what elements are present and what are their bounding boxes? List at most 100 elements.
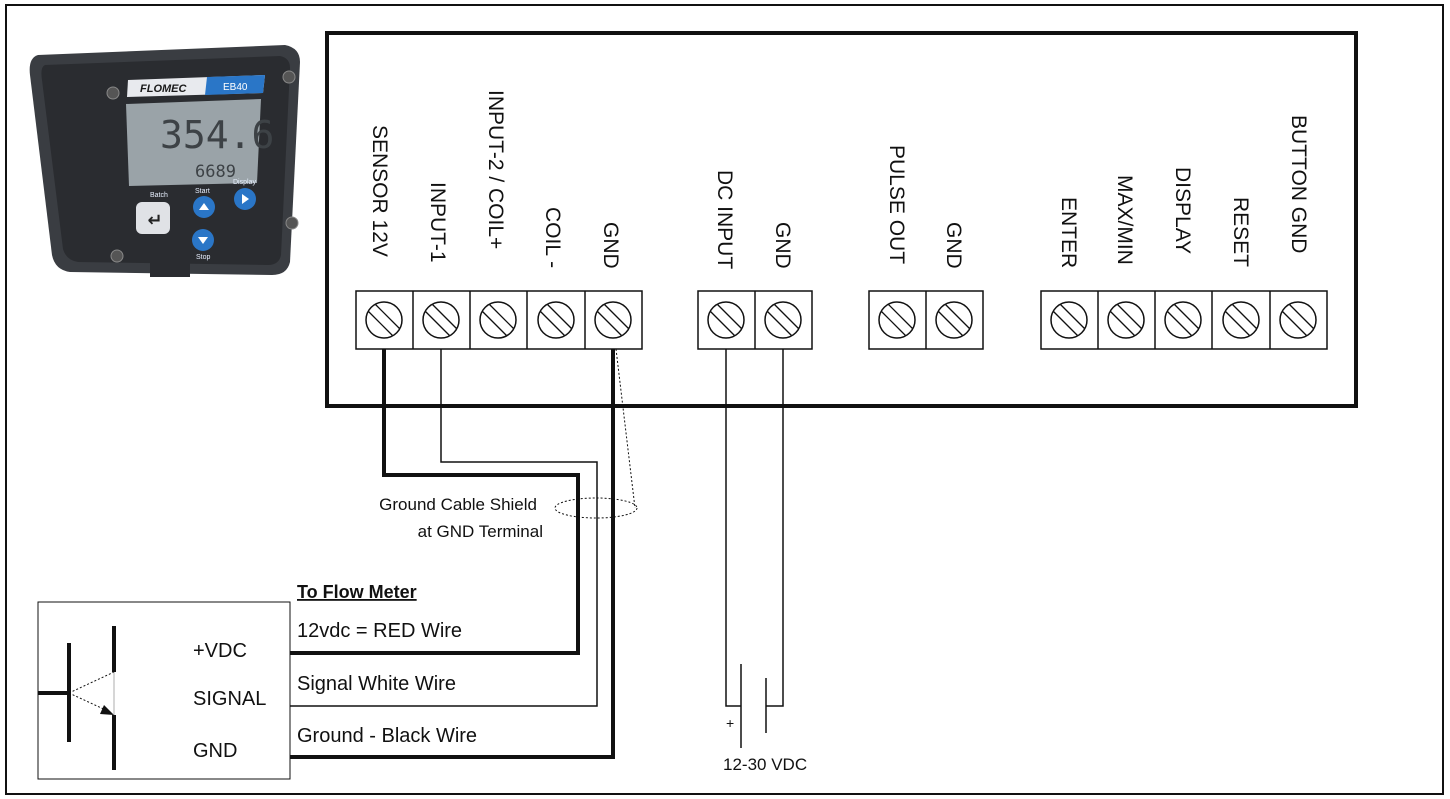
screw-icon — [422, 301, 460, 339]
screw-slot — [489, 304, 514, 329]
screw-icon — [106, 86, 120, 100]
screw-slot — [945, 304, 970, 329]
screw-icon — [1164, 301, 1202, 339]
screw-slot — [1232, 304, 1257, 329]
pin-gnd-label: GND — [193, 740, 237, 762]
shield-ellipse — [554, 497, 638, 519]
screw-slot — [1117, 304, 1142, 329]
screw-icon — [707, 301, 745, 339]
terminal-label-coil-minus: COIL - — [541, 207, 564, 268]
power-wiring — [725, 349, 784, 748]
screw-slot — [425, 311, 450, 336]
terminal-label-pulse-out: PULSE OUT — [885, 145, 908, 264]
screw-slot — [597, 311, 622, 336]
screw-slot — [888, 304, 913, 329]
screw-icon — [365, 301, 403, 339]
red-wire-label: 12vdc = RED Wire — [297, 620, 462, 642]
battery-plus-sign: + — [726, 715, 734, 731]
screw-slot — [1110, 311, 1135, 336]
screw-slot — [482, 311, 507, 336]
screw-icon — [878, 301, 916, 339]
sensor-wires — [290, 348, 638, 759]
terminal-label-enter: ENTER — [1057, 197, 1080, 268]
terminal-label-gnd: GND — [942, 222, 965, 269]
screw-slot — [432, 304, 457, 329]
terminal-box — [325, 31, 1358, 408]
terminal-label-gnd: GND — [771, 222, 794, 269]
screw-slot — [1174, 304, 1199, 329]
terminal-label-input-1: INPUT-1 — [426, 182, 449, 263]
lcd-main-value: 354.6 — [160, 113, 274, 157]
terminal-label-display: DISPLAY — [1171, 167, 1194, 254]
shield-note-line-1: Ground Cable Shield — [379, 495, 537, 514]
sensor-box — [37, 601, 291, 780]
pin-signal-label: SIGNAL — [193, 688, 266, 710]
shield-note-line-2: at GND Terminal — [418, 522, 543, 541]
terminal-screws — [365, 301, 1317, 339]
flow-computer-device: FLOMEC EB40 354.6 6689 ↵ Batch Start Dis… — [29, 45, 301, 277]
batch-label: Batch — [150, 192, 168, 199]
screw-slot — [710, 311, 735, 336]
terminal-labels: SENSOR 12V INPUT-1 INPUT-2 / COIL+ COIL … — [368, 90, 1310, 269]
screw-icon — [110, 249, 124, 263]
emitter-arrow-icon — [100, 705, 114, 715]
dc-gnd-wire — [766, 349, 784, 707]
right-arrow-icon — [242, 194, 249, 204]
outer-frame — [5, 4, 1444, 795]
start-label: Start — [195, 188, 210, 195]
screw-slot — [368, 311, 393, 336]
black-wire-label: Ground - Black Wire — [297, 725, 477, 747]
brand-text: FLOMEC — [140, 83, 187, 95]
transistor-symbol — [37, 601, 291, 780]
screw-slot — [547, 304, 572, 329]
screw-slot — [1060, 304, 1085, 329]
screw-icon — [594, 301, 632, 339]
pin-vdc-label: +VDC — [193, 640, 247, 662]
lcd-sub-value: 6689 — [195, 162, 236, 182]
enter-icon: ↵ — [147, 210, 162, 231]
stop-label: Stop — [196, 254, 211, 261]
screw-icon — [1107, 301, 1145, 339]
screw-slot — [1225, 311, 1250, 336]
screw-slot — [717, 304, 742, 329]
screw-icon — [935, 301, 973, 339]
down-arrow-icon — [198, 237, 208, 244]
model-panel — [205, 75, 265, 95]
white-wire-label: Signal White Wire — [297, 673, 456, 695]
terminal-label-reset: RESET — [1229, 197, 1252, 267]
screw-slot — [1282, 311, 1307, 336]
screw-slot — [375, 304, 400, 329]
dc-input-wire — [725, 349, 741, 707]
screw-icon — [1222, 301, 1260, 339]
model-text: EB40 — [223, 82, 248, 93]
lcd-display — [126, 99, 261, 186]
screw-icon — [1279, 301, 1317, 339]
screw-icon — [282, 70, 296, 84]
screw-slot — [938, 311, 963, 336]
screw-icon — [1050, 301, 1088, 339]
terminal-label-input-2-coil-plus: INPUT-2 / COIL+ — [484, 90, 507, 249]
display-label: Display — [233, 179, 256, 186]
screw-slot — [767, 311, 792, 336]
screw-slot — [604, 304, 629, 329]
up-arrow-icon — [199, 203, 209, 210]
screw-slot — [1289, 304, 1314, 329]
screw-icon — [285, 216, 299, 230]
black-wire — [290, 349, 615, 759]
flow-meter-heading: To Flow Meter — [297, 582, 417, 602]
terminal-label-dc-input: DC INPUT — [713, 170, 736, 269]
screw-icon — [479, 301, 517, 339]
terminal-label-max-min: MAX/MIN — [1113, 175, 1136, 265]
screw-slot — [1167, 311, 1192, 336]
terminal-label-gnd: GND — [599, 222, 622, 269]
screw-icon — [764, 301, 802, 339]
red-wire — [290, 349, 580, 655]
screw-icon — [537, 301, 575, 339]
screw-slot — [881, 311, 906, 336]
white-wire — [290, 349, 598, 707]
terminal-label-sensor-12v: SENSOR 12V — [368, 125, 391, 257]
batch-button — [136, 202, 170, 234]
power-supply-label: 12-30 VDC — [723, 755, 807, 774]
screw-slot — [540, 311, 565, 336]
